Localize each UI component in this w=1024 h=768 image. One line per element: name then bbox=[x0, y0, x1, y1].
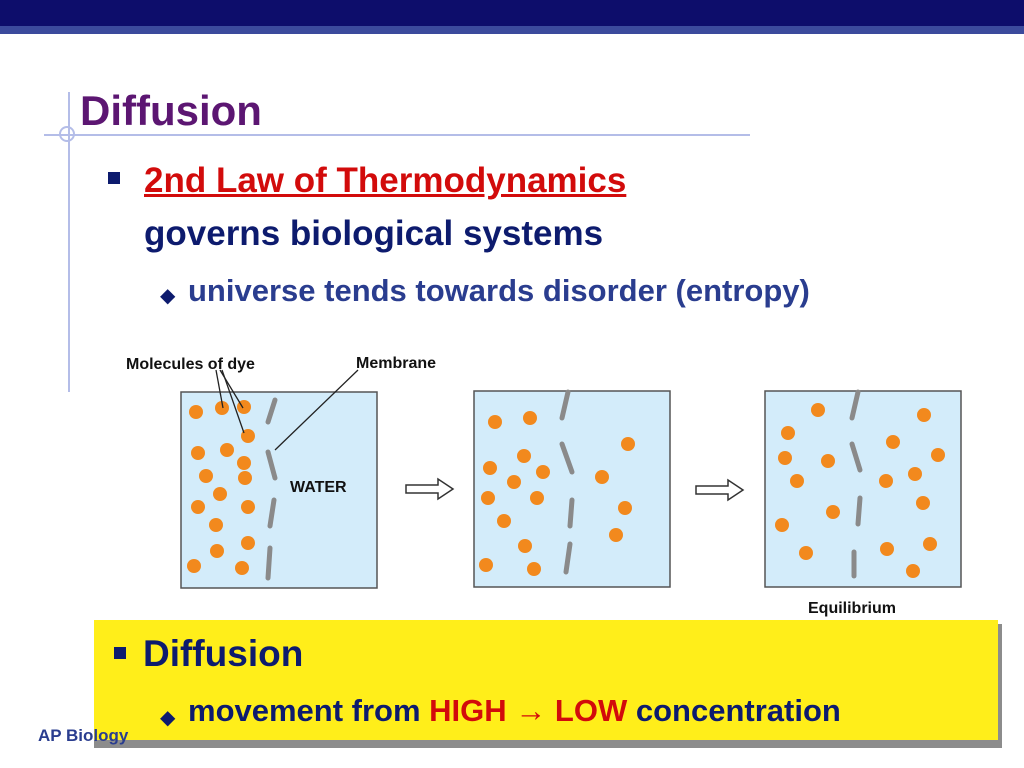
bullet-diamond-icon: ◆ bbox=[160, 707, 176, 729]
arrow-symbol: → bbox=[515, 693, 547, 728]
decor-vertical-line bbox=[68, 92, 70, 392]
sub-point: universe tends towards disorder (entropy… bbox=[188, 273, 810, 308]
beaker-2 bbox=[473, 390, 671, 588]
decor-ring bbox=[59, 126, 75, 142]
diffusion-diagram: Molecules of dye Membrane WATER Equilibr… bbox=[126, 355, 962, 617]
membrane-2 bbox=[559, 389, 575, 575]
law-title: 2nd Law of Thermodynamics bbox=[144, 161, 627, 200]
top-banner bbox=[0, 0, 1024, 26]
dye-group-1 bbox=[187, 400, 255, 575]
highlight-text: movement from HIGH → LOW concentration bbox=[188, 693, 841, 728]
highlight-heading: Diffusion bbox=[143, 633, 304, 674]
decor-horizontal-line bbox=[44, 134, 750, 136]
beaker-1 bbox=[180, 391, 378, 589]
top-banner-stripe bbox=[0, 26, 1024, 34]
slide-title: Diffusion bbox=[80, 87, 262, 134]
arrow-right-icon bbox=[405, 477, 455, 501]
label-membrane: Membrane bbox=[356, 355, 436, 372]
membrane-3 bbox=[849, 389, 863, 579]
bullet-square-icon bbox=[108, 172, 120, 184]
dye-group-2 bbox=[479, 411, 635, 576]
label-molecules: Molecules of dye bbox=[126, 356, 255, 373]
beaker-3 bbox=[764, 390, 962, 588]
dye-group-3 bbox=[775, 403, 945, 578]
text-high: HIGH bbox=[429, 693, 507, 728]
bullet-diamond-icon: ◆ bbox=[160, 285, 176, 307]
text-low: LOW bbox=[554, 693, 628, 728]
arrow-right-icon bbox=[695, 478, 745, 502]
callout-lines bbox=[215, 369, 359, 451]
highlight-box bbox=[94, 620, 998, 740]
text-start: movement from bbox=[188, 693, 430, 728]
membrane-1 bbox=[265, 397, 278, 581]
label-water: WATER bbox=[290, 479, 347, 496]
bullet-square-icon bbox=[114, 647, 126, 659]
law-text: governs biological systems bbox=[144, 214, 604, 253]
label-equilibrium: Equilibrium bbox=[808, 600, 896, 617]
footer-text: AP Biology bbox=[38, 726, 129, 745]
text-end: concentration bbox=[627, 693, 841, 728]
